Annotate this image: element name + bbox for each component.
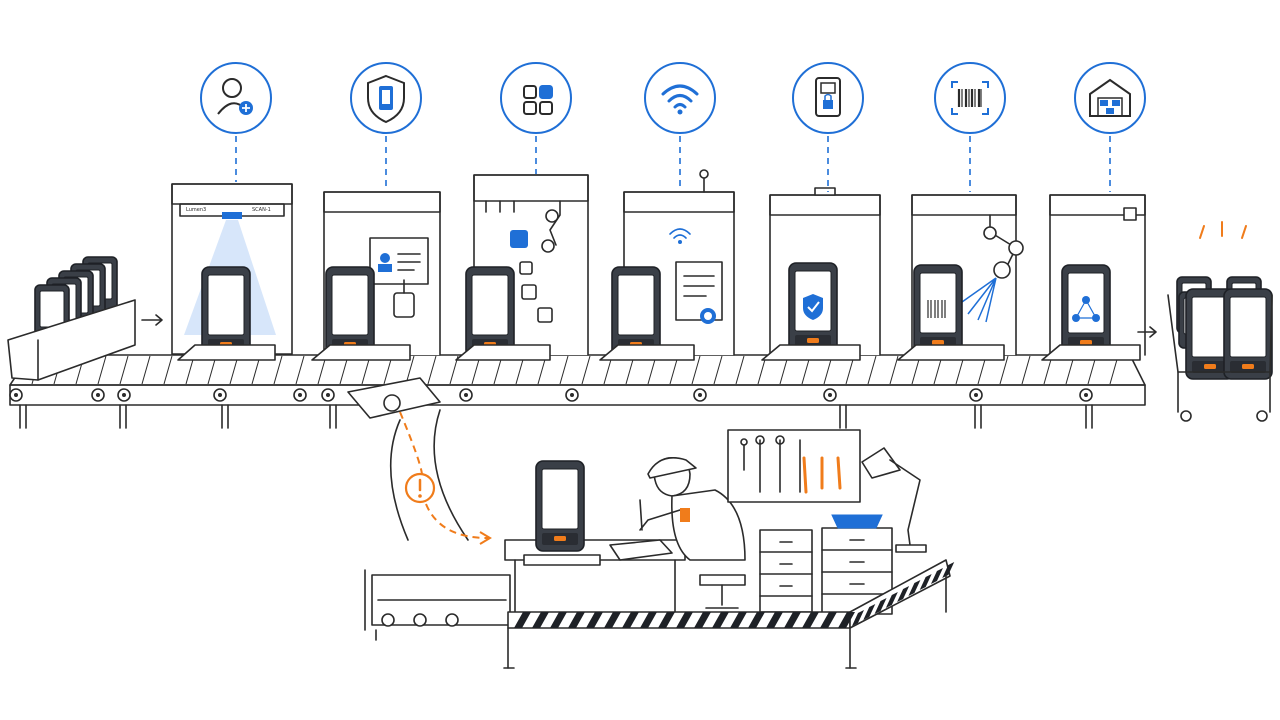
output-arrow [1137,326,1157,338]
user-add-icon [200,62,272,182]
station-security [311,191,441,361]
desk-lamp [861,447,927,553]
conveyor-roller [693,388,707,402]
output-cart [1167,221,1273,422]
conveyor-roller [1079,388,1093,402]
station-network [599,169,735,361]
conveyor-roller [565,388,579,402]
station-enroll: Lumen3 SCAN-1 [171,183,293,361]
conveyor-roller [459,388,473,402]
conveyor-roller [321,388,335,402]
technician [639,457,746,609]
scanner-label-right: SCAN-1 [252,207,271,213]
conveyor-roller [117,388,131,402]
locked-device-icon [792,62,864,192]
repair-bench [504,460,686,616]
shield-device-icon [350,62,422,190]
main-conveyor [9,354,1146,429]
safety-barrier [503,559,955,669]
wifi-icon [644,62,716,190]
reject-arrow [399,411,489,539]
station-lock [761,187,881,361]
scanner-label-left: Lumen3 [186,207,206,213]
alert-icon [404,472,436,504]
reject-chute [347,377,469,541]
warehouse-icon [1074,62,1146,192]
conveyor-roller [213,388,227,402]
app-grid-icon [500,62,572,174]
station-scan [897,194,1024,361]
station-apps [455,174,589,361]
station-warehouse [1041,194,1146,361]
conveyor-roller [969,388,983,402]
conveyor-roller [293,388,307,402]
input-bin [7,256,136,381]
conveyor-roller [9,388,23,402]
conveyor-roller [91,388,105,402]
tool-board [727,429,861,503]
barcode-icon [934,62,1006,192]
repair-conveyor [364,569,511,641]
drawer-cabinet [759,514,893,615]
feed-arrow [141,314,163,326]
conveyor-roller [823,388,837,402]
